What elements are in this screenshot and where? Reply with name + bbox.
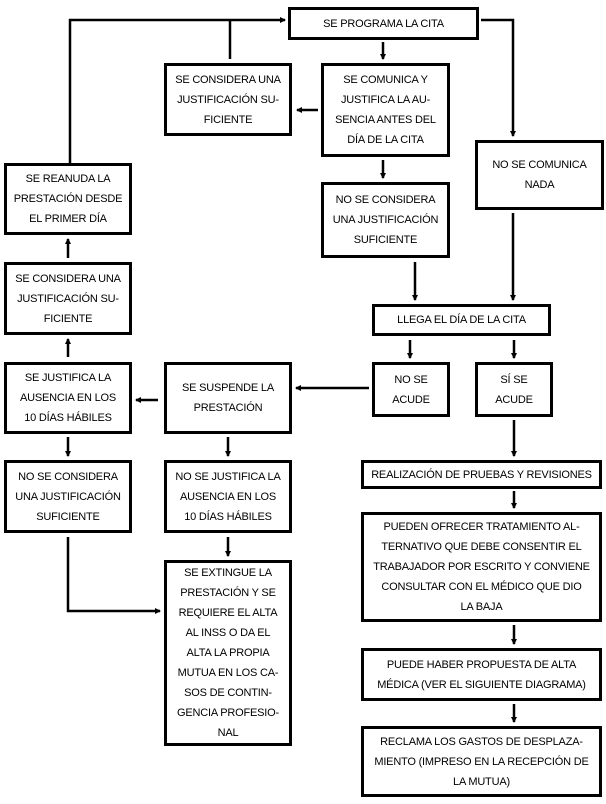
arrow-programa-to-no-comunica [481,18,516,137]
node-se-extingue-prestacion: SE EXTINGUE LA PRESTACIÓN Y SE REQUIERE … [164,560,292,746]
node-no-se-considera-bottom: NO SE CONSIDERA UNA JUSTIFICACIÓN SUFICI… [4,460,132,533]
arrow-reanuda-to-programa [68,17,286,163]
node-se-programa-la-cita: SE PROGRAMA LA CITA [288,7,479,40]
node-no-se-considera-mid: NO SE CONSIDERA UNA JUSTIFICACIÓN SUFICI… [321,182,450,258]
node-realizacion-pruebas: REALIZACIÓN DE PRUEBAS Y REVISIONES [361,460,602,489]
node-se-justifica-ausencia: SE JUSTIFICA LA AUSENCIA EN LOS 10 DÍAS … [4,362,132,434]
node-se-reanuda-prestacion: SE REANUDA LA PRESTACIÓN DESDE EL PRIMER… [4,163,132,235]
arrow-no-considera-to-extingue [66,537,161,614]
node-reclama-gastos: RECLAMA LOS GASTOS DE DESPLAZA- MIENTO (… [361,726,602,797]
node-no-se-acude: NO SE ACUDE [372,362,450,417]
node-se-considera-justificacion-left: SE CONSIDERA UNA JUSTIFICACIÓN SU- FICIE… [4,262,132,335]
node-si-se-acude: SÍ SE ACUDE [475,362,553,417]
node-no-se-comunica-nada: NO SE COMUNICA NADA [475,140,604,210]
node-se-considera-justificacion-top: SE CONSIDERA UNA JUSTIFICACIÓN SU- FICIE… [164,63,292,136]
node-se-suspende-prestacion: SE SUSPENDE LA PRESTACIÓN [164,362,292,434]
node-tratamiento-alternativo: PUEDEN OFRECER TRATAMIENTO AL- TERNATIVO… [361,512,602,622]
node-propuesta-alta: PUEDE HABER PROPUESTA DE ALTA MÉDICA (VE… [361,648,602,701]
node-llega-el-dia: LLEGA EL DÍA DE LA CITA [372,304,551,336]
node-se-comunica-y-justifica: SE COMUNICA Y JUSTIFICA LA AU- SENCIA AN… [321,63,450,157]
node-no-se-justifica-ausencia: NO SE JUSTIFICA LA AUSENCIA EN LOS 10 DÍ… [164,460,292,533]
